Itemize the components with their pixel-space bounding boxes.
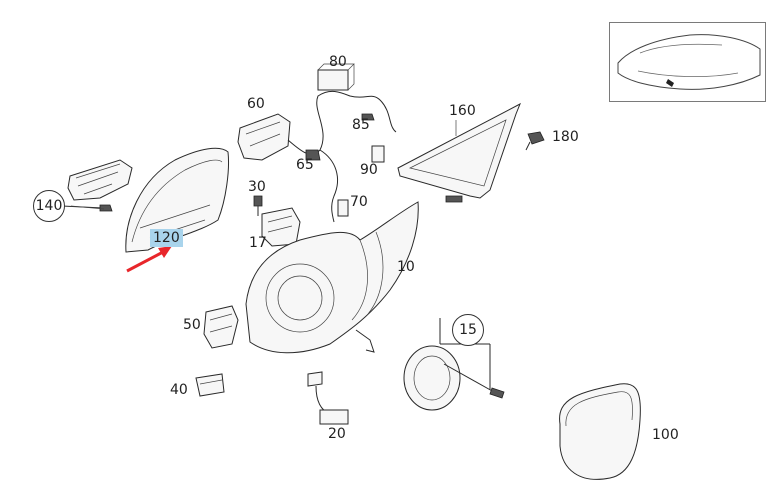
part-65-clip[interactable] [305,149,321,161]
vehicle-thumbnail [609,22,766,102]
part-90-connector[interactable] [371,145,385,163]
part-30-screw[interactable] [253,195,263,216]
label-30: 30 [248,179,266,195]
label-100: 100 [652,427,679,443]
label-20: 20 [328,426,346,442]
part-20-cable[interactable] [307,371,349,425]
label-85: 85 [352,117,370,133]
label-40: 40 [170,382,188,398]
label-160: 160 [449,103,476,119]
part-60-bracket[interactable] [237,113,291,161]
part-15-drive[interactable] [403,318,505,411]
part-85-screw[interactable] [361,113,375,121]
label-50: 50 [183,317,201,333]
label-15: 15 [452,314,484,346]
label-60: 60 [247,96,265,112]
part-180-screw[interactable] [525,131,545,151]
label-90: 90 [360,162,378,178]
wire-harness-lower [319,149,338,223]
label-17: 17 [249,235,267,251]
car-outline-icon [617,34,761,90]
part-140-turn-signal[interactable] [61,159,133,212]
label-10: 10 [397,259,415,275]
label-120-highlighted[interactable]: 120 [150,229,183,247]
label-80: 80 [329,54,347,70]
label-180: 180 [552,129,579,145]
wire-harness [287,90,397,155]
part-17-motor[interactable] [261,207,301,247]
red-arrow-icon [126,246,172,273]
part-70-plug[interactable] [337,199,349,217]
part-100-mirror-glass[interactable] [559,383,641,480]
part-160-triangle-trim[interactable] [397,102,521,203]
part-80-control-module[interactable] [317,63,355,91]
label-140: 140 [33,190,65,222]
label-65: 65 [296,157,314,173]
part-10-mirror-assembly[interactable] [245,201,419,354]
part-50-actuator[interactable] [203,305,239,349]
part-40-switch[interactable] [195,373,225,397]
label-70: 70 [350,194,368,210]
